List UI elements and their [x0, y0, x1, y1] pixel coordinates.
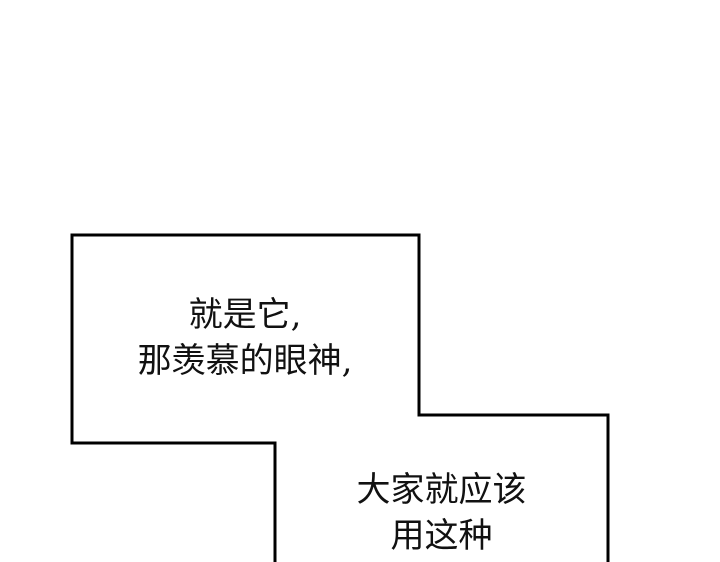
caption-line: 就是它,: [188, 295, 302, 335]
caption-line: 那羡慕的眼神,: [137, 341, 353, 381]
caption-text-2: 大家就应该 用这种: [275, 467, 608, 559]
caption-line: 用这种: [390, 516, 493, 556]
caption-text-1: 就是它, 那羡慕的眼神,: [71, 292, 419, 384]
caption-border: [70, 233, 610, 562]
caption-line: 大家就应该: [356, 470, 527, 510]
